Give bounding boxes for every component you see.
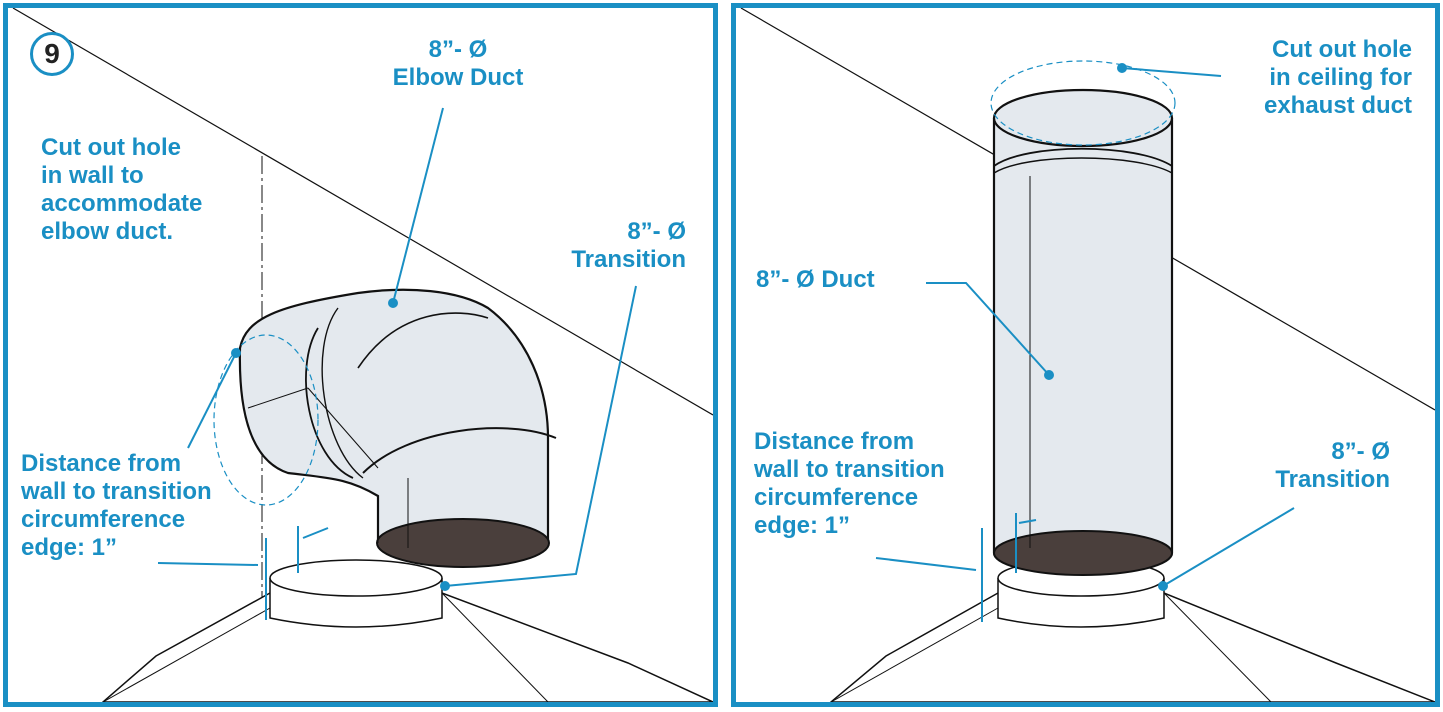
transition-leader	[1162, 507, 1295, 587]
distance-dimension-marks	[265, 526, 329, 620]
transition-label: 8”- Ø Transition	[571, 218, 686, 273]
right-leader-lines	[875, 63, 1295, 591]
step-number-badge: 9	[30, 32, 74, 76]
wall-hole-label: Cut out hole in wall to accommodate elbo…	[41, 134, 203, 245]
duct-label: 8”- Ø Duct	[756, 266, 875, 293]
left-panel-illustration	[12, 8, 713, 702]
left-panel-wall-installation: 9 8”- Ø Elbow Duct 8”- Ø Transition Cut …	[3, 3, 718, 707]
right-panel-illustration	[740, 8, 1435, 702]
right-panel-ceiling-installation: Cut out hole in ceiling for exhaust duct…	[731, 3, 1440, 707]
elbow-duct-label: 8”- Ø Elbow Duct	[392, 36, 524, 91]
elbow-duct	[238, 288, 557, 568]
left-leader-lines	[157, 107, 637, 591]
ceiling-hole-leader	[1121, 67, 1222, 77]
distance-label: Distance from wall to transition circumf…	[21, 450, 212, 561]
distance-leader	[157, 562, 259, 566]
ceiling-hole-label: Cut out hole in ceiling for exhaust duct	[1263, 36, 1412, 119]
ceiling-hole-cutout-outline	[990, 60, 1176, 146]
wall-hole-cutout-outline	[213, 334, 319, 506]
straight-duct	[992, 88, 1174, 576]
duct-leader	[926, 282, 1050, 376]
wall-hole-leader	[187, 352, 237, 449]
transition-leader	[444, 285, 637, 587]
transition-collar	[269, 559, 443, 628]
distance-label: Distance from wall to transition circumf…	[754, 428, 945, 539]
elbow-duct-leader	[392, 107, 444, 304]
distance-leader	[875, 557, 977, 571]
transition-label: 8”- Ø Transition	[1275, 438, 1390, 493]
wall-ceiling-edge-line	[12, 8, 713, 416]
distance-dimension-marks	[981, 513, 1037, 622]
